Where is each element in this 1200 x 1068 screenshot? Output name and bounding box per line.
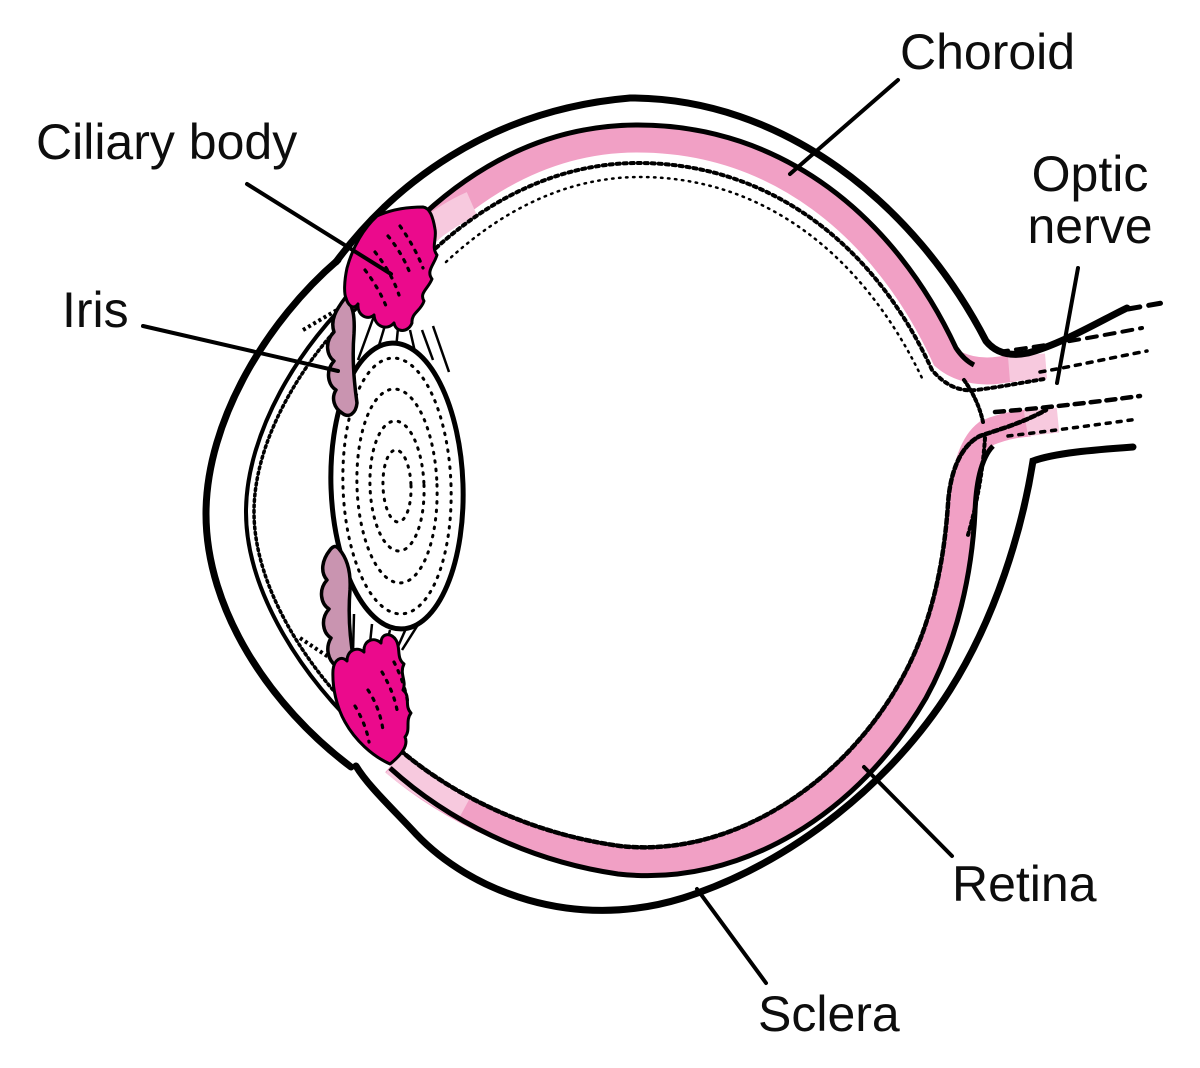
sclera-leader-line	[695, 887, 768, 985]
speckle-line	[392, 660, 410, 706]
lens-group	[328, 340, 466, 632]
optic-nerve-fiber-row-2	[1038, 349, 1149, 374]
optic-disc-stipple	[962, 378, 985, 424]
label-retina: Retina	[952, 856, 1097, 912]
label-choroid: Choroid	[900, 24, 1076, 80]
lens-ring	[355, 387, 439, 585]
zonule-fiber	[420, 329, 435, 361]
sclera-outline-group	[202, 94, 1137, 914]
retina-stipple-group	[397, 160, 1049, 850]
optic-nerve-band-lower-pale-end	[1023, 407, 1060, 437]
optic-nerve-fiber-row-4	[1006, 417, 1140, 438]
ciliary-speckles-lower	[353, 660, 410, 744]
zonule-fiber	[356, 315, 376, 361]
optic-disc-stipple-lower	[966, 436, 987, 537]
cornea-serration	[252, 296, 376, 734]
leader-lines	[141, 78, 1080, 985]
inner-sclera-line-upper	[422, 122, 976, 368]
retina-stipple-upper	[434, 160, 1046, 393]
label-optic-nerve: Optic nerve	[1027, 146, 1153, 254]
speckle-line	[380, 670, 400, 718]
optic-nerve-band-upper-pale-end	[1008, 353, 1048, 382]
lens-ring	[381, 448, 413, 524]
retina-stipple-lower	[397, 407, 1049, 850]
choroid-band-lower	[385, 409, 1032, 875]
optic-nerve-leader-line	[1055, 266, 1080, 385]
sclera-outline-bottom	[352, 443, 1137, 914]
label-sclera: Sclera	[758, 986, 900, 1042]
iris-leader-line	[141, 324, 340, 373]
zonule-fiber	[431, 325, 451, 373]
lens-ring	[368, 419, 426, 553]
choroid-band-group	[385, 125, 1060, 875]
ciliary-body-leader-line	[245, 182, 393, 276]
choroid-band-lower-pale-start	[385, 752, 471, 821]
speckle-line	[363, 268, 388, 308]
choroid-leader-line	[788, 78, 900, 176]
speckle-line	[386, 234, 413, 278]
iris-upper	[325, 296, 359, 418]
cornea-outer	[202, 256, 355, 771]
ciliary-body-upper	[343, 205, 439, 332]
label-iris: Iris	[62, 282, 129, 338]
ciliary-body-group	[331, 205, 439, 766]
sclera-outline-top	[332, 94, 1131, 358]
label-ciliary-body: Ciliary body	[36, 114, 298, 170]
lens	[328, 340, 466, 632]
lens-ring	[341, 356, 453, 616]
optic-nerve-fiber-row-3	[992, 393, 1143, 415]
optic-nerve-fibers	[992, 300, 1165, 438]
retina-leader-line	[862, 765, 954, 858]
choroid-band-upper	[418, 125, 1018, 385]
speckle-line	[366, 688, 385, 732]
retina-stipple-upper-fine	[444, 175, 924, 380]
ciliary-speckles-upper	[363, 224, 425, 308]
optic-nerve-top-edge-dashes	[1125, 300, 1165, 312]
speckle-line	[353, 704, 371, 744]
optic-nerve-fiber-row-1	[996, 326, 1144, 354]
cornea-inner	[243, 287, 371, 741]
